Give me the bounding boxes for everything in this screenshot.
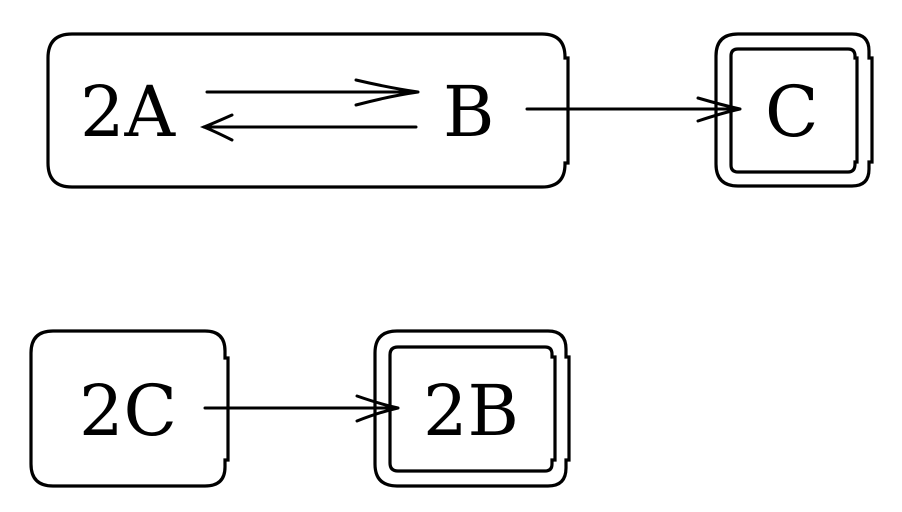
equilibrium-box-border	[46, 32, 570, 189]
product-box-2B-inner-border	[388, 345, 557, 473]
reverse-arrow	[199, 113, 418, 142]
forward-arrow	[205, 78, 420, 107]
arrow-B-to-C	[525, 96, 742, 123]
reactant-box-2C: 2C	[29, 329, 230, 488]
arrow-2C-to-2B	[203, 394, 400, 423]
product-box-C-outer-border	[714, 32, 874, 188]
species-C: C	[765, 71, 819, 153]
product-box-C: C	[714, 32, 874, 188]
reactant-box-2C-border	[29, 329, 230, 488]
species-B: B	[443, 71, 494, 153]
species-2C: 2C	[79, 370, 177, 452]
product-box-2B: 2B	[373, 329, 571, 488]
species-2B: 2B	[423, 370, 519, 452]
species-2A: 2A	[80, 71, 177, 153]
product-box-2B-outer-border	[373, 329, 571, 488]
product-box-C-inner-border	[729, 47, 859, 174]
equilibrium-box: 2A B	[46, 32, 570, 189]
